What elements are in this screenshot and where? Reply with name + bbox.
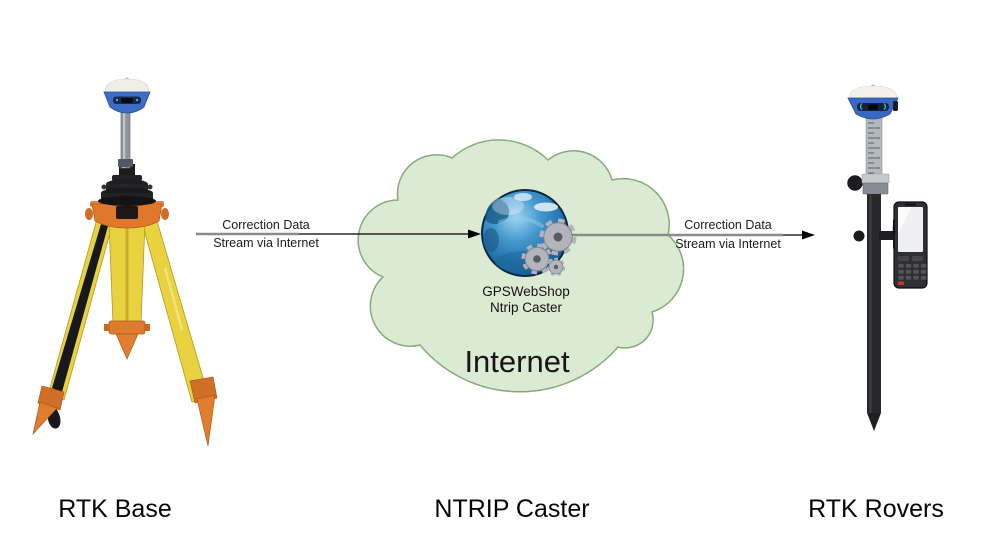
tripod-tribrach: [98, 164, 156, 206]
arrow-label-line2: Stream via Internet: [213, 236, 319, 250]
caster-caption-line2: Ntrip Caster: [490, 300, 563, 315]
node-label-rtk-base: RTK Base: [58, 495, 171, 523]
rover-gnss-receiver-icon: [847, 84, 899, 120]
rover-pole-tip: [867, 413, 881, 431]
tripod-leg-right: [140, 218, 210, 403]
internet-label: Internet: [464, 344, 570, 379]
arrow-base-to-caster: Correction Data Stream via Internet: [196, 218, 481, 250]
base-gnss-receiver-icon: [103, 77, 151, 114]
rover-antenna-nub: [893, 101, 898, 111]
arrowhead-icon: [802, 230, 815, 240]
rtk-base-illustration: [32, 77, 218, 447]
rtk-rover-illustration: [847, 84, 928, 431]
tripod-leg-slot: [163, 267, 184, 331]
arrow-label-line2: Stream via Internet: [675, 237, 781, 251]
tripod-center-clamp: [108, 320, 146, 335]
tripod-clamp-tab-left: [104, 324, 110, 331]
rover-pole: [867, 194, 881, 431]
caster-caption-line1: GPSWebShop: [482, 284, 570, 299]
node-label-rtk-rovers: RTK Rovers: [808, 495, 944, 523]
tripod-foot-left-spike: [32, 401, 58, 436]
arrow-caster-to-rovers: Correction Data Stream via Internet: [570, 218, 815, 251]
gear-medium-icon: [521, 243, 553, 275]
arrow-label-line1: Correction Data: [684, 218, 772, 232]
gear-small-icon: [546, 257, 566, 277]
arrowhead-icon: [468, 229, 481, 239]
tripod-clamp-tab-right: [144, 324, 150, 331]
controller-keypad: [897, 256, 927, 285]
node-label-ntrip-caster: NTRIP Caster: [434, 495, 589, 523]
data-controller-icon: [892, 201, 928, 289]
tripod-strap: [52, 224, 108, 392]
caster-caption: GPSWebShop Ntrip Caster: [482, 284, 570, 315]
gears-icon: [521, 218, 577, 277]
tripod-center-spike: [115, 333, 139, 360]
arrow-label-line1: Correction Data: [222, 218, 310, 232]
rover-pole-clamp: [847, 173, 890, 195]
tripod-foot-right-spike: [196, 394, 216, 447]
controller-power-key: [898, 281, 904, 285]
gear-large-icon: [539, 218, 577, 256]
